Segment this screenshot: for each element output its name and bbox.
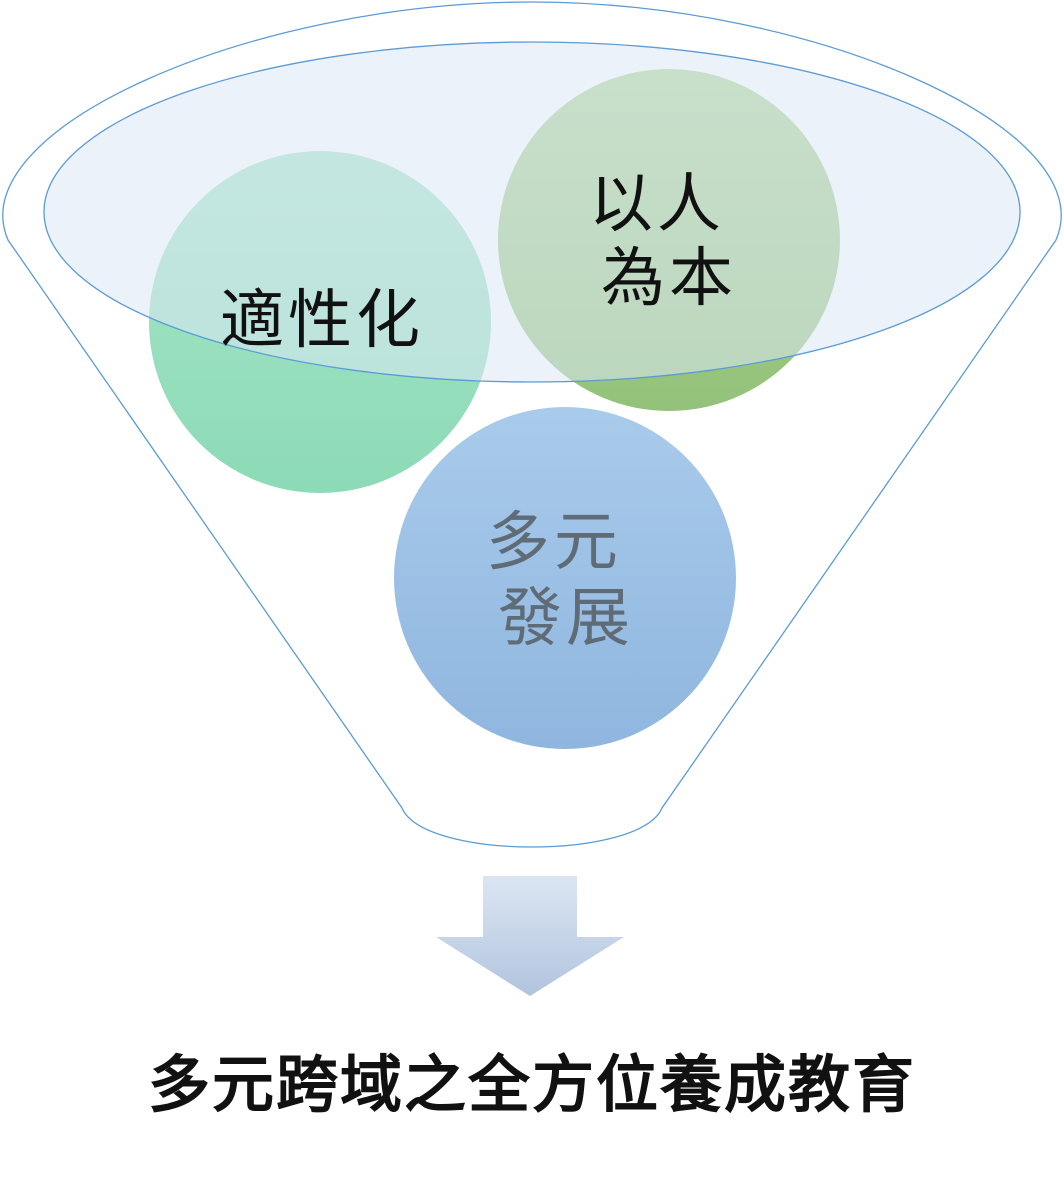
circle-diverse-development [394,407,736,749]
caption-text: 多元跨域之全方位養成教育 [148,1048,916,1121]
label-diverse-development: 多元 發展 [486,506,646,656]
down-arrow-icon [436,876,624,996]
funnel-rim [43,41,1021,383]
label-adaptive: 適性化 [220,284,424,358]
label-people-oriented: 以人 為本 [589,168,749,316]
